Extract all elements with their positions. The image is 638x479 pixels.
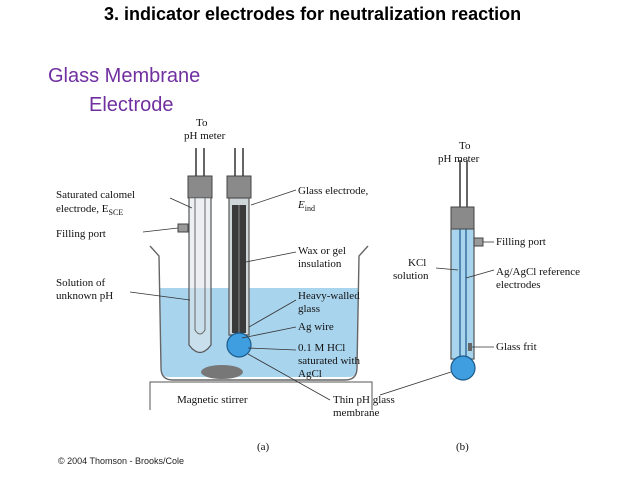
label-wax-gel: Wax or gel <box>298 245 346 257</box>
label-saturated-calomel: Saturated calomel <box>56 189 135 201</box>
label-agcl: AgCl <box>298 368 322 380</box>
label-ph-meter-b: pH meter <box>438 153 480 165</box>
label-magnetic-stirrer: Magnetic stirrer <box>177 394 248 406</box>
label-glass: glass <box>298 303 320 315</box>
caption-b: (b) <box>456 441 469 453</box>
label-unknown-ph: unknown pH <box>56 290 113 302</box>
label-insulation: insulation <box>298 258 342 270</box>
label-hcl: 0.1 M HCl <box>298 342 345 354</box>
label-kcl: KCl <box>408 257 426 269</box>
copyright-text: © 2004 Thomson - Brooks/Cole <box>58 456 185 466</box>
label-filling-port-b: Filling port <box>496 236 546 248</box>
subtitle: Glass Membrane Electrode <box>48 62 200 120</box>
glass-membrane-bulb-b <box>450 355 476 381</box>
label-glass-electrode: Glass electrode, <box>298 185 368 197</box>
filling-port-a <box>177 223 189 233</box>
label-to-a: To <box>196 117 208 129</box>
label-glass-frit: Glass frit <box>496 341 537 353</box>
label-ph-meter-a: pH meter <box>184 130 226 142</box>
label-membrane: membrane <box>333 407 380 419</box>
magnetic-stir-bar <box>201 365 243 379</box>
electrode-b-cap <box>450 206 475 230</box>
glass-electrode <box>226 148 252 358</box>
subtitle-line-1: Glass Membrane <box>48 65 201 87</box>
glass-frit <box>468 343 472 351</box>
label-e-ind: Eind <box>297 199 315 213</box>
label-to-b: To <box>459 140 471 152</box>
glass-cap <box>226 175 252 199</box>
label-electrodes: electrodes <box>496 279 541 291</box>
label-agagcl: Ag/AgCl reference <box>496 266 580 278</box>
label-filling-port-a: Filling port <box>56 228 106 240</box>
beaker <box>149 245 369 381</box>
label-ag-wire: Ag wire <box>298 321 334 333</box>
stirrer-base <box>149 381 373 410</box>
calomel-cap <box>187 175 213 199</box>
glass-membrane-bulb-a <box>226 332 252 358</box>
label-saturated-with: saturated with <box>298 355 361 367</box>
calomel-electrode <box>177 148 213 354</box>
subtitle-line-2: Electrode <box>89 94 174 116</box>
label-solution-of: Solution of <box>56 277 106 289</box>
label-electrode-esce: electrode, ESCE <box>56 203 123 217</box>
electrode-b-body <box>450 228 475 360</box>
caption-a: (a) <box>257 441 270 453</box>
filling-port-b <box>473 237 484 247</box>
slide-title: 3. indicator electrodes for neutralizati… <box>104 4 522 24</box>
diagram-a: To pH meter Saturated calomel electrode,… <box>56 117 395 453</box>
label-thin-ph-glass: Thin pH glass <box>333 394 395 406</box>
diagram-b: To pH meter Filling port KCl solution Ag… <box>379 140 580 453</box>
label-solution-b: solution <box>393 270 429 282</box>
label-heavy-walled: Heavy-walled <box>298 290 360 302</box>
